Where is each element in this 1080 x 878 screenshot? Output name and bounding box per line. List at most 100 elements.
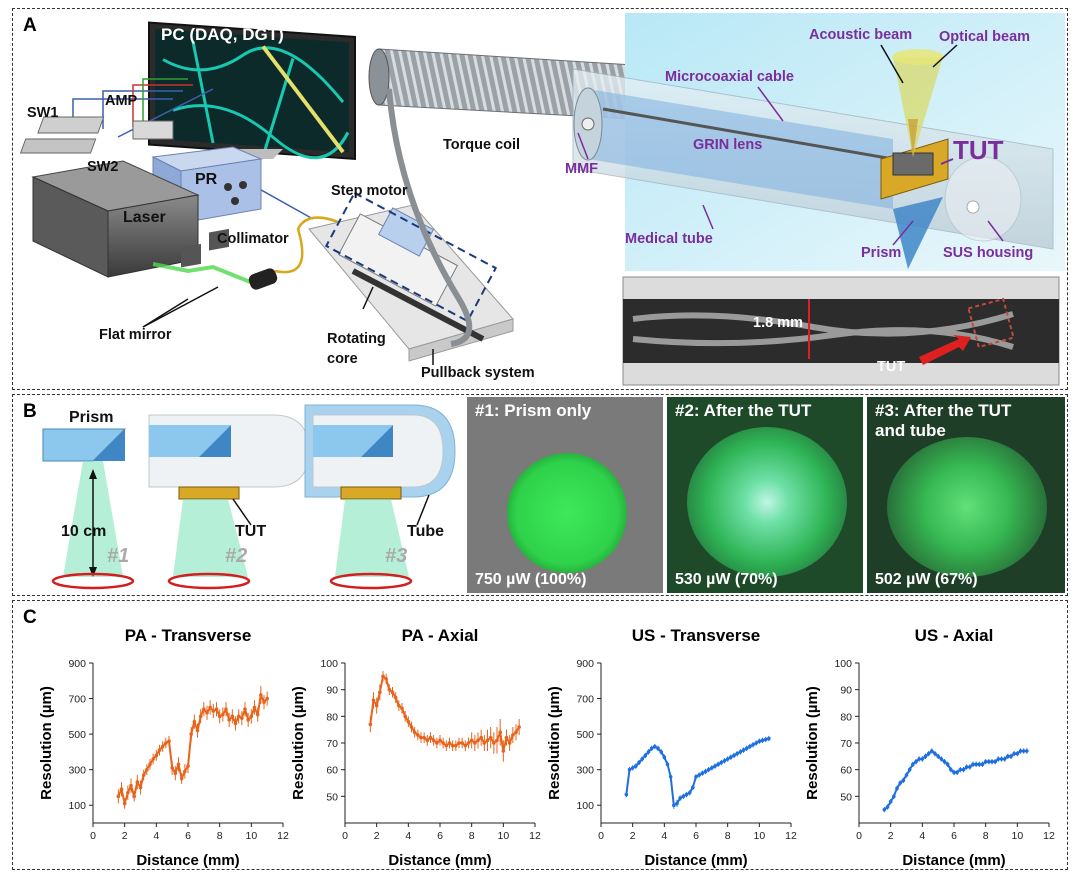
chart2-data-point-8: [393, 695, 398, 700]
sus-housing-label: SUS housing: [943, 245, 1034, 261]
chart2-data-point-41: [498, 730, 502, 735]
chart4-data-point-7: [904, 773, 909, 777]
chart4-data-point-38: [1002, 757, 1007, 761]
chart4-y-tick-label-1: 60: [840, 765, 852, 777]
chart2-data-point-17: [422, 735, 426, 740]
chart1-data-point-41: [246, 718, 250, 722]
chart4-data-point-11: [917, 757, 921, 761]
optical-beam-label: Optical beam: [939, 29, 1031, 45]
chart3-data-point-1: [627, 767, 632, 772]
chart3-y-axis-title: Resolution (µm): [546, 686, 563, 800]
chart2-data-point-14: [412, 730, 417, 735]
chart3-data-point-32: [725, 757, 730, 761]
chart4-y-tick-label-3: 80: [840, 711, 852, 723]
chart3-x-tick-label-3: 6: [693, 830, 699, 842]
chart1-x-tick-label-3: 6: [185, 830, 191, 842]
chart2-data-point-32: [469, 738, 474, 743]
chart2-data-point-36: [482, 741, 487, 745]
grin-lens-label: GRIN lens: [693, 137, 763, 153]
img1-power: 750 µW (100%): [475, 571, 587, 588]
chart4-data-point-24: [958, 767, 963, 772]
laser-box: [31, 160, 200, 278]
chart2-data-point-21: [435, 741, 439, 745]
chart1-data-point-38: [236, 714, 241, 719]
amp-label: AMP: [105, 93, 138, 109]
sw1-label: SW1: [27, 105, 59, 121]
chart2-x-tick-label-3: 6: [437, 830, 443, 842]
chart3-data-point-15: [672, 803, 676, 808]
chart3-data-point-28: [713, 764, 717, 768]
chart1-y-tick-label-0: 100: [68, 800, 86, 812]
chart2-y-axis-title: Resolution (µm): [290, 686, 307, 800]
chart2-x-tick-label-2: 4: [405, 830, 411, 842]
chart1-data-point-42: [249, 714, 254, 719]
config-3-drawing: [304, 404, 456, 590]
chart2-y-tick-label-5: 100: [320, 658, 338, 670]
chart1-data-point-22: [186, 764, 190, 768]
chart3-x-tick-label-0: 0: [598, 830, 604, 842]
chart4-data-point-3: [892, 794, 896, 799]
chart2-data-point-34: [476, 738, 480, 743]
b-config2-label: #2: [225, 545, 248, 567]
chart3-data-point-8: [649, 746, 654, 751]
chart1-data-point-40: [243, 707, 247, 712]
chart1-data-point-28: [205, 710, 209, 715]
b-prism-label: Prism: [69, 409, 114, 426]
chart1-x-tick-label-1: 2: [122, 830, 128, 842]
chart4-x-tick-label-6: 12: [1043, 830, 1055, 842]
chart1-data-point-31: [214, 707, 219, 712]
chart3-y-tick-label-2: 500: [576, 729, 594, 741]
chart4-data-point-5: [898, 781, 902, 785]
chart2-data-point-28: [457, 741, 461, 745]
chart1-data-point-0: [116, 794, 121, 799]
chart2-data-point-23: [441, 741, 445, 745]
b-tube-label: Tube: [407, 523, 445, 540]
collimator-icon: [248, 268, 278, 290]
b-config3-label: #3: [385, 545, 408, 567]
config-1-drawing: [42, 428, 135, 590]
chart2-data-point-4: [381, 674, 385, 679]
chart3-data-point-13: [665, 762, 670, 767]
b-tut-label: TUT: [235, 523, 267, 540]
chart3-data-point-21: [691, 785, 695, 790]
chart3-data-point-25: [703, 769, 708, 774]
chart1-data-point-4: [129, 783, 133, 788]
photo-size-label: 1.8 mm: [753, 315, 803, 331]
chart2-data-point-12: [406, 719, 411, 724]
chart1-data-point-37: [233, 721, 238, 726]
chart1-data-point-9: [145, 767, 149, 772]
chart2-data-point-22: [438, 738, 442, 743]
chart4-data-point-19: [942, 759, 947, 764]
chart1-data-point-3: [126, 790, 130, 795]
chart4-x-tick-label-0: 0: [856, 830, 862, 842]
chart4-data-point-35: [993, 759, 997, 764]
chart1-title: PA - Transverse: [125, 626, 252, 645]
chart3-data-point-16: [675, 801, 679, 806]
chart3-data-point-7: [646, 750, 651, 754]
chart1-x-tick-label-0: 0: [90, 830, 96, 842]
chart1-data-point-21: [183, 769, 187, 774]
chart3-x-tick-label-4: 8: [725, 830, 731, 842]
chart2-data-point-46: [514, 730, 518, 735]
img1-title: #1: Prism only: [475, 401, 592, 420]
chart4-data-point-30: [977, 762, 982, 767]
chart4-data-point-27: [968, 765, 972, 769]
img2-title: #2: After the TUT: [675, 401, 812, 420]
config-2-drawing: [148, 414, 310, 590]
chart3-data-point-38: [744, 746, 749, 751]
chart3-data-point-17: [678, 796, 682, 800]
chart2-x-tick-label-4: 8: [469, 830, 475, 842]
chart3-data-point-5: [640, 757, 644, 761]
chart2-data-point-15: [416, 733, 420, 737]
chart1-y-tick-label-1: 300: [68, 765, 86, 777]
chart4-data-point-41: [1012, 751, 1016, 756]
panel-b-label: B: [23, 401, 37, 422]
chart2-x-tick-label-5: 10: [497, 830, 509, 842]
chart2-data-point-33: [473, 741, 477, 745]
chart4-data-point-31: [980, 762, 985, 767]
chart1-data-point-5: [132, 794, 136, 799]
flat-mirror-2: [209, 228, 229, 251]
chart1-data-point-30: [211, 709, 216, 713]
chart3-data-point-39: [748, 744, 752, 749]
chart1-data-point-8: [141, 773, 146, 777]
